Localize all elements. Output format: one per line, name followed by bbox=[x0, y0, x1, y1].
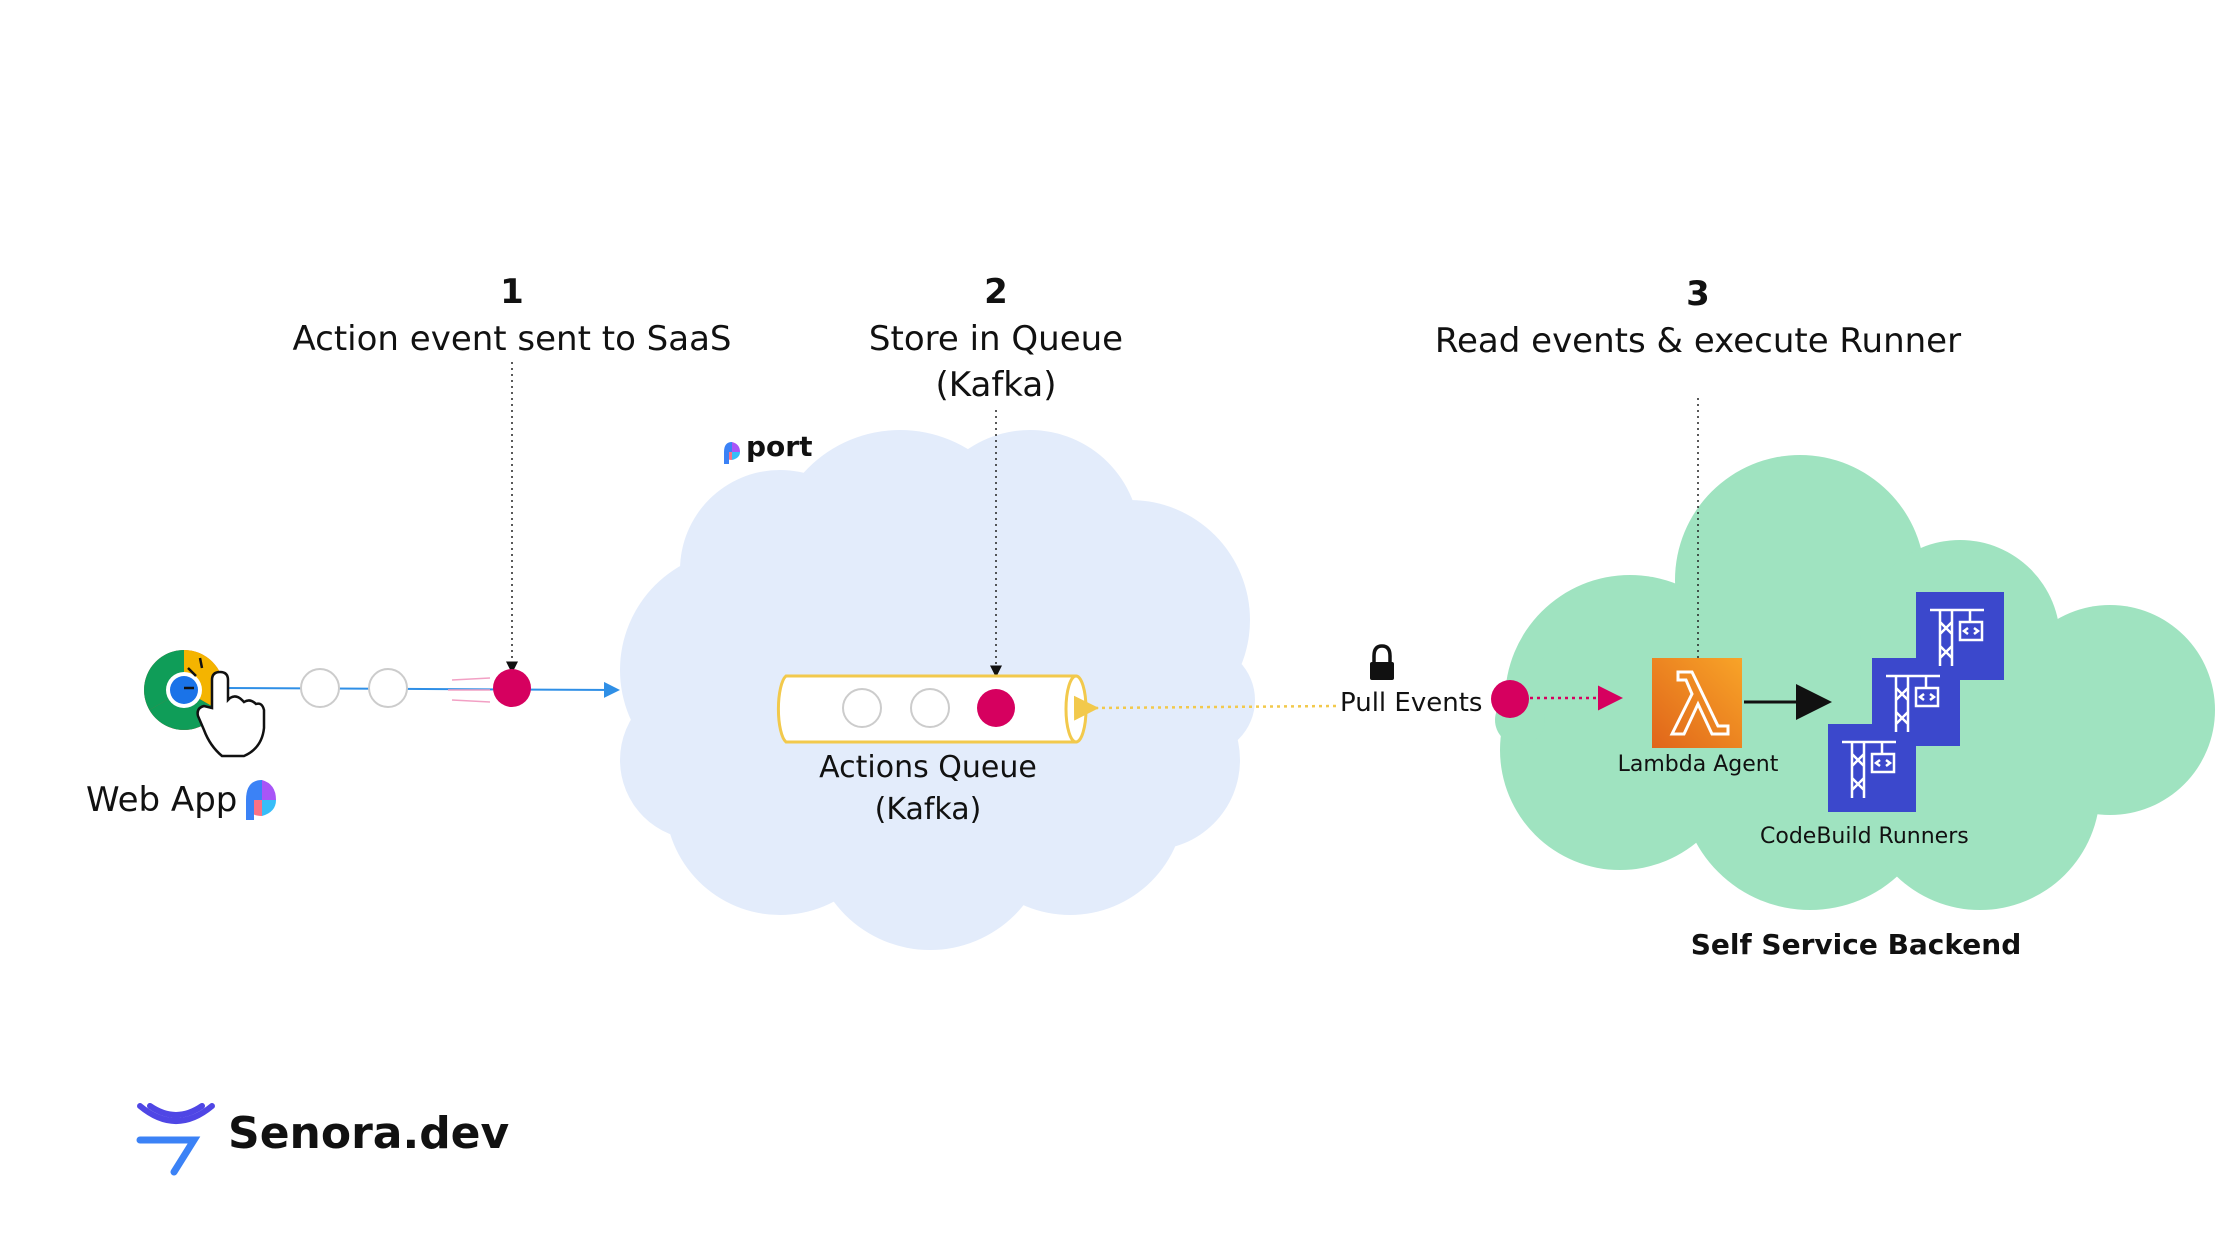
step-2-text-line2: (Kafka) bbox=[935, 365, 1057, 405]
event-dot-empty bbox=[300, 668, 340, 708]
lambda-agent-label: Lambda Agent bbox=[1617, 752, 1779, 777]
event-dot-active bbox=[493, 669, 531, 707]
pull-event-dot bbox=[1491, 680, 1529, 718]
event-flow-line bbox=[221, 681, 620, 698]
hand-cursor-icon bbox=[184, 657, 266, 758]
actions-queue bbox=[776, 674, 1088, 744]
port-logo-icon bbox=[246, 780, 276, 820]
self-service-backend-label: Self Service Backend bbox=[1690, 928, 2022, 961]
queue-label-line2: (Kafka) bbox=[874, 792, 982, 827]
web-app-label: Web App bbox=[86, 780, 238, 820]
senora-logo-text: Senora.dev bbox=[228, 1108, 510, 1159]
step-3-number: 3 bbox=[1686, 274, 1710, 314]
codebuild-icon bbox=[1828, 592, 2004, 812]
step-3-text: Read events & execute Runner bbox=[1434, 321, 1962, 361]
pull-events-label: Pull Events bbox=[1340, 688, 1483, 718]
event-dot-empty bbox=[368, 668, 408, 708]
lambda-icon bbox=[1652, 658, 1742, 748]
step-2-text-line1: Store in Queue bbox=[868, 319, 1124, 359]
port-brand-text: port bbox=[746, 430, 813, 463]
chrome-icon bbox=[144, 650, 224, 730]
step-1-number: 1 bbox=[500, 272, 524, 312]
senora-logo-icon bbox=[136, 1103, 215, 1176]
queue-label-line1: Actions Queue bbox=[819, 750, 1037, 785]
port-brand-icon bbox=[724, 442, 740, 464]
codebuild-runners-label: CodeBuild Runners bbox=[1760, 824, 1969, 849]
step-1-text: Action event sent to SaaS bbox=[292, 319, 732, 359]
step-2-number: 2 bbox=[984, 272, 1008, 312]
lock-icon bbox=[1370, 644, 1394, 680]
pull-events-line bbox=[1073, 695, 1337, 721]
